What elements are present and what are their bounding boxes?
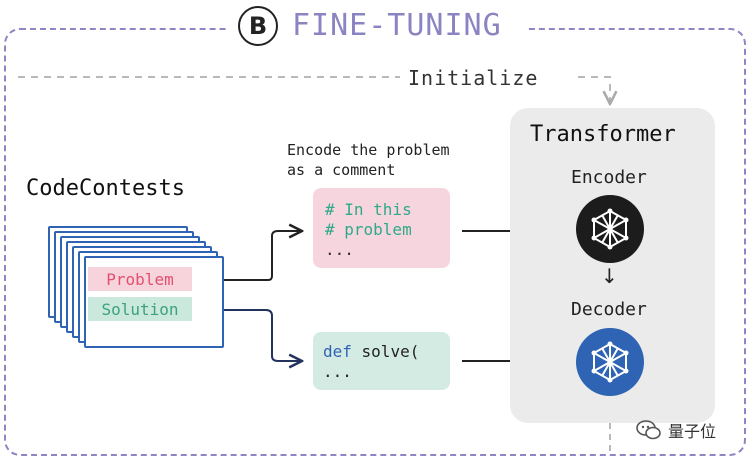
code-line1-rest: solve( [351,342,420,361]
section-title: FINE-TUNING [292,8,502,43]
encoder-network-icon [591,208,629,250]
decoder-label: Decoder [571,299,647,320]
comment-line1: # In this [325,200,412,219]
problem-tag: Problem [88,267,192,291]
encode-caption-line2: as a comment [287,161,396,179]
section-badge: B [238,6,278,46]
def-keyword: def [323,342,352,361]
initialize-label: Initialize [408,66,539,90]
initialize-line-right [578,76,610,104]
comment-line3: ... [325,240,354,259]
problem-comment-box: # In this # problem ... [313,188,450,268]
solution-tag: Solution [88,297,192,321]
watermark: 量子位 [636,418,716,442]
problem-arrow [216,231,302,281]
solution-code-box: def solve( ... [313,332,450,390]
encoder-label: Encoder [571,167,647,188]
comment-line2: # problem [325,220,412,239]
dataset-label: CodeContests [26,176,185,201]
encoder-node [576,195,644,263]
encode-caption-line1: Encode the problem [287,141,450,159]
decoder-node [576,328,644,396]
watermark-text: 量子位 [668,422,717,441]
encoder-to-decoder-arrow: ↓ [601,264,618,288]
solution-arrow [216,309,302,361]
wechat-icon [636,420,661,440]
code-line1: def solve( [323,342,450,362]
decoder-network-icon [591,341,629,383]
encode-caption: Encode the problem as a comment [287,140,450,180]
code-line2: ... [323,362,352,381]
transformer-title: Transformer [530,122,676,147]
